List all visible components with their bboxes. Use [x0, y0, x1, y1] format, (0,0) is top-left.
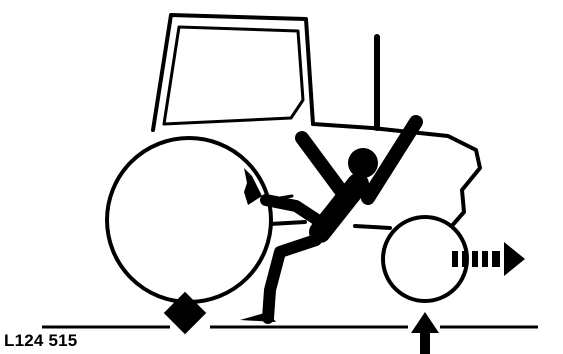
rear-wheel	[107, 138, 271, 302]
up-arrow-icon	[411, 312, 439, 354]
figure-code: L124 515	[4, 332, 77, 349]
